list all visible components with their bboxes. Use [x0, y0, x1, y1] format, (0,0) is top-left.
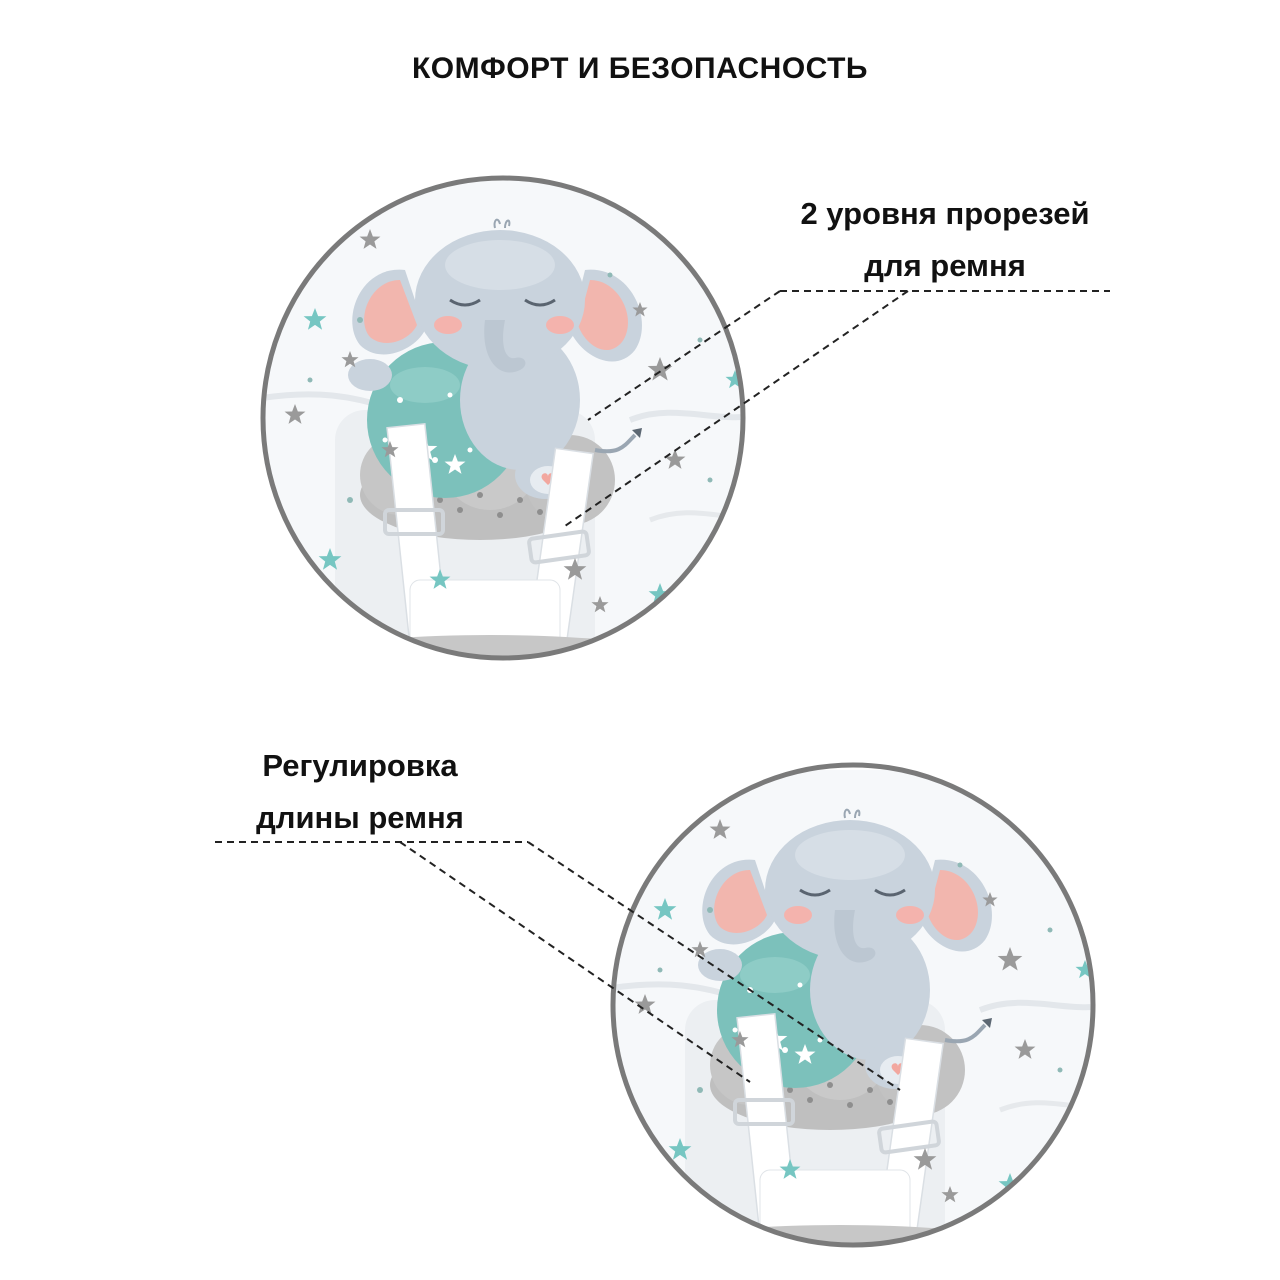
callout-belt-slots-line2: для ремня — [864, 248, 1026, 283]
callout-lines-bottom — [215, 841, 901, 1091]
callout-belt-length: Регулировка длины ремня — [220, 740, 500, 844]
callout-belt-length-line2: длины ремня — [256, 800, 464, 835]
page-title: КОМФОРТ И БЕЗОПАСНОСТЬ — [411, 52, 868, 85]
callout-lines-top — [561, 290, 1110, 529]
bottom-product-circle — [610, 762, 1096, 1248]
callout-belt-length-line1: Регулировка — [262, 748, 458, 783]
top-product-circle — [260, 175, 746, 661]
callout-belt-slots: 2 уровня прорезей для ремня — [770, 188, 1120, 292]
callout-belt-slots-line1: 2 уровня прорезей — [800, 196, 1090, 231]
